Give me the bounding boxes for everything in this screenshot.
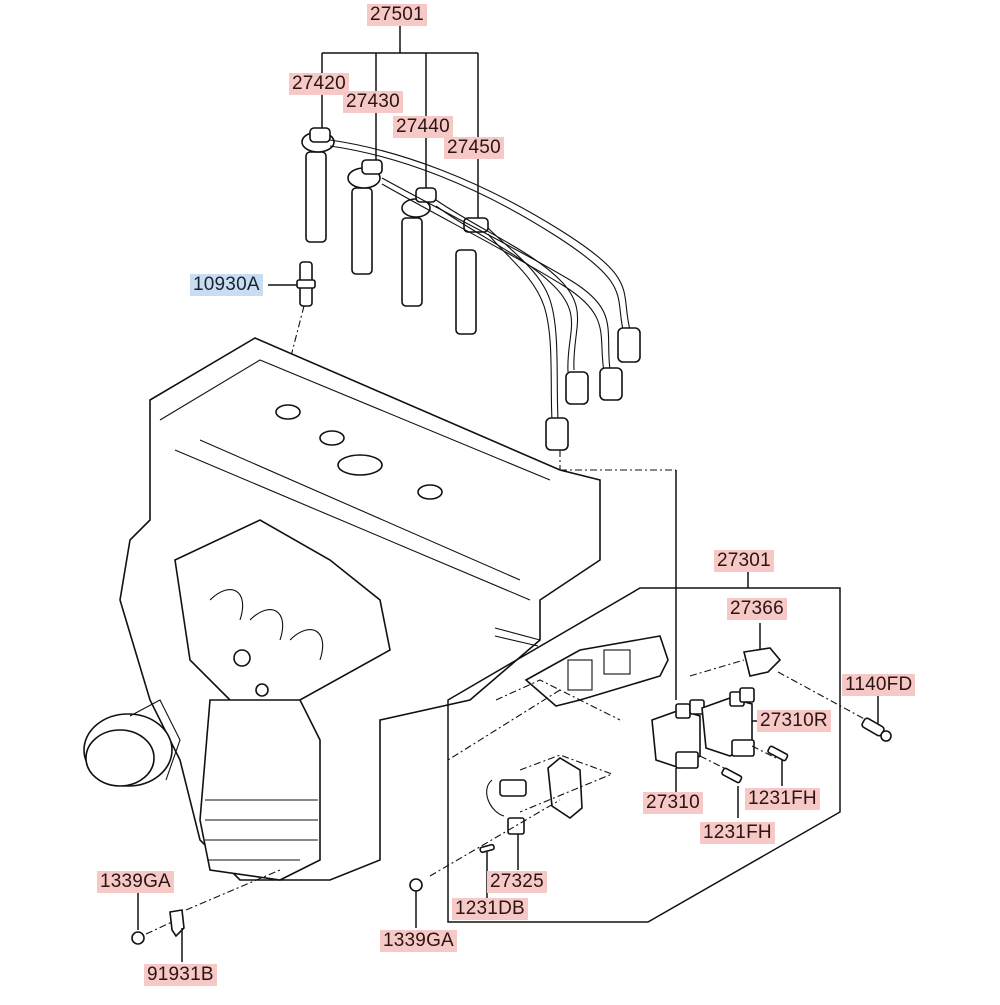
label-1231db[interactable]: 1231DB bbox=[452, 898, 528, 920]
coil-bracket-plate bbox=[447, 635, 669, 761]
label-1140fd[interactable]: 1140FD bbox=[842, 674, 916, 696]
label-27501[interactable]: 27501 bbox=[367, 4, 427, 26]
label-91931b[interactable]: 91931B bbox=[144, 964, 217, 986]
left-nut-clip-drawing bbox=[131, 869, 281, 962]
label-27450[interactable]: 27450 bbox=[444, 137, 504, 159]
spark-plug-cables bbox=[301, 127, 641, 451]
label-27310[interactable]: 27310 bbox=[643, 792, 703, 814]
sensor-drawing bbox=[429, 754, 614, 898]
small-bracket-drawing bbox=[689, 623, 871, 723]
label-27325[interactable]: 27325 bbox=[487, 871, 547, 893]
center-nut-drawing bbox=[409, 878, 423, 928]
label-27366[interactable]: 27366 bbox=[727, 598, 787, 620]
ignition-coils-drawing bbox=[651, 687, 777, 792]
coil-screws-drawing bbox=[721, 745, 789, 818]
label-27301[interactable]: 27301 bbox=[714, 550, 774, 572]
label-1231fh-right[interactable]: 1231FH bbox=[745, 788, 820, 810]
label-27310r[interactable]: 27310R bbox=[757, 710, 831, 732]
label-27430[interactable]: 27430 bbox=[343, 91, 403, 113]
label-1339ga-center[interactable]: 1339GA bbox=[380, 930, 457, 952]
label-1231fh-left[interactable]: 1231FH bbox=[700, 822, 775, 844]
label-10930a[interactable]: 10930A bbox=[190, 274, 263, 296]
label-27420[interactable]: 27420 bbox=[289, 73, 349, 95]
coil-assembly-frame bbox=[447, 450, 841, 923]
engine-block-drawing bbox=[83, 337, 601, 881]
bolt-drawing bbox=[861, 696, 892, 742]
spark-plug-drawing bbox=[268, 261, 316, 361]
label-1339ga-left[interactable]: 1339GA bbox=[97, 871, 174, 893]
label-27440[interactable]: 27440 bbox=[393, 116, 453, 138]
